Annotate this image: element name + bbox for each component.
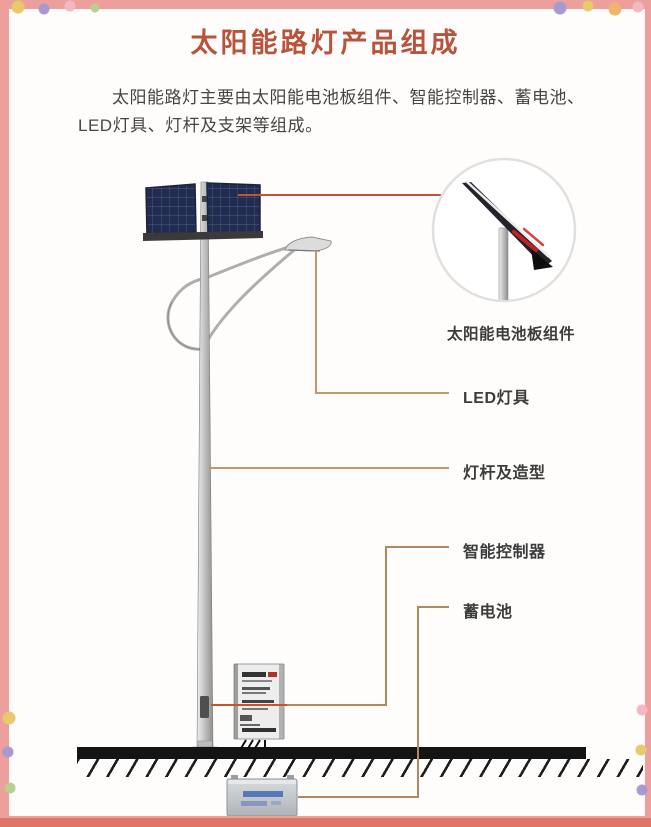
inset-pole [498,227,509,300]
lamp-pole [196,181,214,751]
battery-box [226,775,298,817]
pole-access-door [200,696,209,718]
label-led-lamp: LED灯具 [463,390,530,407]
inset-red-arrow [512,227,545,252]
floral-decoration-bottom-right [630,690,651,817]
solar-panel-left [145,183,197,237]
inset-arrowhead [531,249,553,270]
label-battery: 蓄电池 [463,604,513,621]
callout-line-battery [298,606,449,798]
floral-decoration-top-left [0,0,140,18]
floral-decoration-bottom-left [0,700,20,818]
panel-clamp-bottom [202,215,207,221]
label-solar-panel: 太阳能电池板组件 [446,326,575,343]
controller-box [233,663,285,751]
pole-base-collar [197,740,213,748]
decorative-frame-right [645,0,651,827]
intro-line-1: 太阳能路灯主要由太阳能电池板组件、智能控制器、蓄电池、 [112,88,585,107]
intro-text: 太阳能路灯主要由太阳能电池板组件、智能控制器、蓄电池、 LED灯具、灯杆及支架等… [78,84,585,140]
lamp-arm [166,242,301,351]
panel-clamp-top [202,196,207,202]
inset-detail-circle [431,157,577,303]
label-pole: 灯杆及造型 [463,465,546,482]
floral-decoration-top-right [540,0,651,20]
led-lamp-head [284,236,332,252]
ground-hatching [77,759,643,777]
label-controller: 智能控制器 [463,544,546,561]
callout-line-controller [287,546,449,706]
solar-panel-right [206,182,261,235]
ground-bar [77,747,586,759]
panel-mount-bar [143,231,263,241]
decorative-frame-top [0,0,651,9]
page-title: 太阳能路灯产品组成 [190,28,461,58]
decorative-frame-left [0,0,9,827]
intro-line-2: LED灯具、灯杆及支架等组成。 [78,116,323,135]
decorative-frame-bottom [0,816,651,827]
callout-line-led-lamp [315,251,449,394]
